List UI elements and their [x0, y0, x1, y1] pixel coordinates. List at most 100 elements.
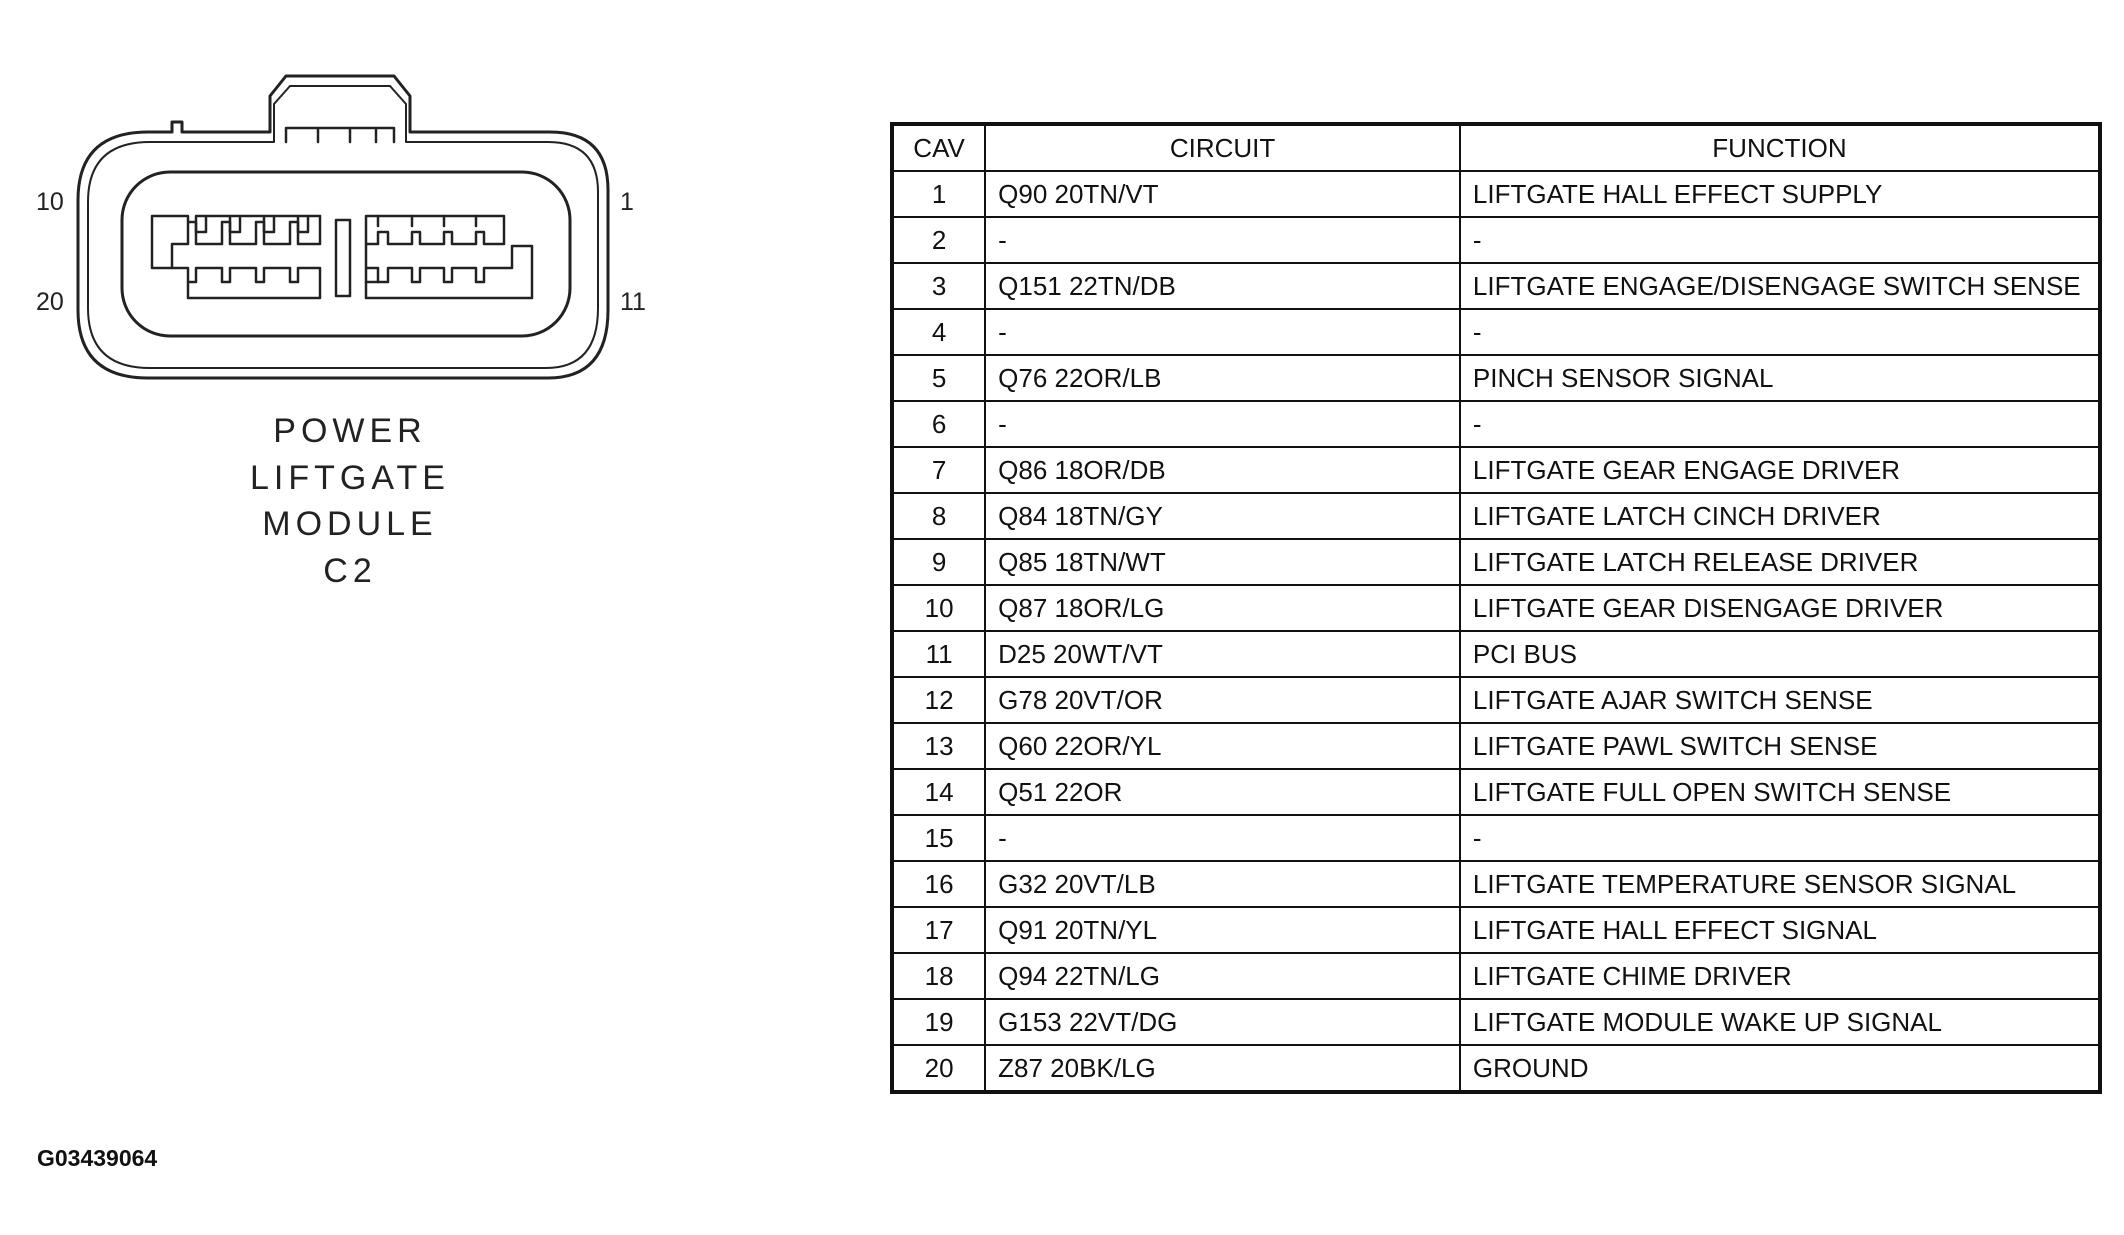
- function-cell: -: [1458, 308, 2102, 356]
- circuit-cell: G78 20VT/OR: [984, 676, 1461, 724]
- connector-terminal-block-left: [150, 214, 322, 300]
- cav-cell: 14: [890, 768, 987, 816]
- connector-terminal-block-left-teeth: [194, 214, 322, 234]
- cav-cell: 16: [890, 860, 987, 908]
- function-cell: LIFTGATE HALL EFFECT SUPPLY: [1458, 170, 2102, 218]
- cav-cell: 9: [890, 538, 987, 586]
- pinout-table-header-row: CAV CIRCUIT FUNCTION: [890, 123, 2102, 172]
- function-cell: LIFTGATE TEMPERATURE SENSOR SIGNAL: [1458, 860, 2102, 908]
- function-cell: -: [1458, 216, 2102, 264]
- circuit-cell: G32 20VT/LB: [984, 860, 1461, 908]
- cav-cell: 1: [890, 170, 987, 218]
- function-cell: LIFTGATE AJAR SWITCH SENSE: [1458, 676, 2102, 724]
- pin-label-11: 11: [620, 288, 646, 316]
- function-cell: -: [1458, 400, 2102, 448]
- cav-cell: 20: [890, 1044, 987, 1093]
- function-cell: LIFTGATE GEAR ENGAGE DRIVER: [1458, 446, 2102, 494]
- cav-cell: 12: [890, 676, 987, 724]
- cav-cell: 11: [890, 630, 987, 678]
- circuit-cell: Q151 22TN/DB: [984, 262, 1461, 310]
- function-cell: LIFTGATE CHIME DRIVER: [1458, 952, 2102, 1000]
- connector-name-label: POWER LIFTGATE MODULE C2: [210, 408, 490, 594]
- cav-cell: 10: [890, 584, 987, 632]
- circuit-cell: Z87 20BK/LG: [984, 1044, 1461, 1093]
- circuit-cell: Q84 18TN/GY: [984, 492, 1461, 540]
- cav-cell: 2: [890, 216, 987, 264]
- table-row: 4--: [890, 308, 2102, 356]
- connector-outer-shell: [76, 74, 610, 380]
- function-cell: LIFTGATE PAWL SWITCH SENSE: [1458, 722, 2102, 770]
- circuit-cell: Q90 20TN/VT: [984, 170, 1461, 218]
- pin-label-20: 20: [36, 288, 64, 316]
- connector-face-diagram: [76, 74, 610, 380]
- table-row: 15--: [890, 814, 2102, 862]
- circuit-cell: -: [984, 814, 1461, 862]
- function-cell: -: [1458, 814, 2102, 862]
- table-row: 6--: [890, 400, 2102, 448]
- figure-code: G03439064: [37, 1145, 158, 1171]
- function-cell: LIFTGATE HALL EFFECT SIGNAL: [1458, 906, 2102, 954]
- circuit-cell: Q85 18TN/WT: [984, 538, 1461, 586]
- column-header-circuit: CIRCUIT: [984, 123, 1461, 172]
- function-cell: LIFTGATE LATCH RELEASE DRIVER: [1458, 538, 2102, 586]
- connector-outer-shell-inner-line: [87, 85, 599, 369]
- connector-cavity-frame: [120, 170, 572, 338]
- pin-label-1: 1: [620, 188, 634, 216]
- cav-cell: 13: [890, 722, 987, 770]
- cav-cell: 3: [890, 262, 987, 310]
- circuit-cell: Q94 22TN/LG: [984, 952, 1461, 1000]
- function-cell: LIFTGATE MODULE WAKE UP SIGNAL: [1458, 998, 2102, 1046]
- circuit-cell: -: [984, 308, 1461, 356]
- pinout-table-header: CAV CIRCUIT FUNCTION: [890, 123, 2102, 172]
- cav-cell: 15: [890, 814, 987, 862]
- cav-cell: 8: [890, 492, 987, 540]
- circuit-cell: -: [984, 400, 1461, 448]
- connector-terminal-block-right-teeth: [364, 214, 478, 284]
- cav-cell: 18: [890, 952, 987, 1000]
- circuit-cell: -: [984, 216, 1461, 264]
- circuit-cell: Q91 20TN/YL: [984, 906, 1461, 954]
- connector-name-line-3: MODULE: [262, 505, 438, 543]
- connector-terminal-block-right: [364, 214, 534, 300]
- function-cell: LIFTGATE LATCH CINCH DRIVER: [1458, 492, 2102, 540]
- circuit-cell: Q51 22OR: [984, 768, 1461, 816]
- function-cell: PINCH SENSOR SIGNAL: [1458, 354, 2102, 402]
- pin-label-10: 10: [36, 188, 64, 216]
- circuit-cell: Q86 18OR/DB: [984, 446, 1461, 494]
- cav-cell: 7: [890, 446, 987, 494]
- cav-cell: 4: [890, 308, 987, 356]
- circuit-cell: Q76 22OR/LB: [984, 354, 1461, 402]
- circuit-cell: D25 20WT/VT: [984, 630, 1461, 678]
- cav-cell: 19: [890, 998, 987, 1046]
- column-header-cav: CAV: [890, 123, 987, 172]
- connector-name-line-1: POWER: [273, 412, 427, 450]
- circuit-cell: G153 22VT/DG: [984, 998, 1461, 1046]
- function-cell: PCI BUS: [1458, 630, 2102, 678]
- column-header-function: FUNCTION: [1458, 123, 2102, 172]
- circuit-cell: Q60 22OR/YL: [984, 722, 1461, 770]
- connector-name-line-4: C2: [323, 551, 377, 590]
- cav-cell: 17: [890, 906, 987, 954]
- connector-key-slot: [334, 218, 352, 298]
- function-cell: LIFTGATE ENGAGE/DISENGAGE SWITCH SENSE: [1458, 262, 2102, 310]
- function-cell: LIFTGATE FULL OPEN SWITCH SENSE: [1458, 768, 2102, 816]
- function-cell: LIFTGATE GEAR DISENGAGE DRIVER: [1458, 584, 2102, 632]
- cav-cell: 5: [890, 354, 987, 402]
- function-cell: GROUND: [1458, 1044, 2102, 1093]
- circuit-cell: Q87 18OR/LG: [984, 584, 1461, 632]
